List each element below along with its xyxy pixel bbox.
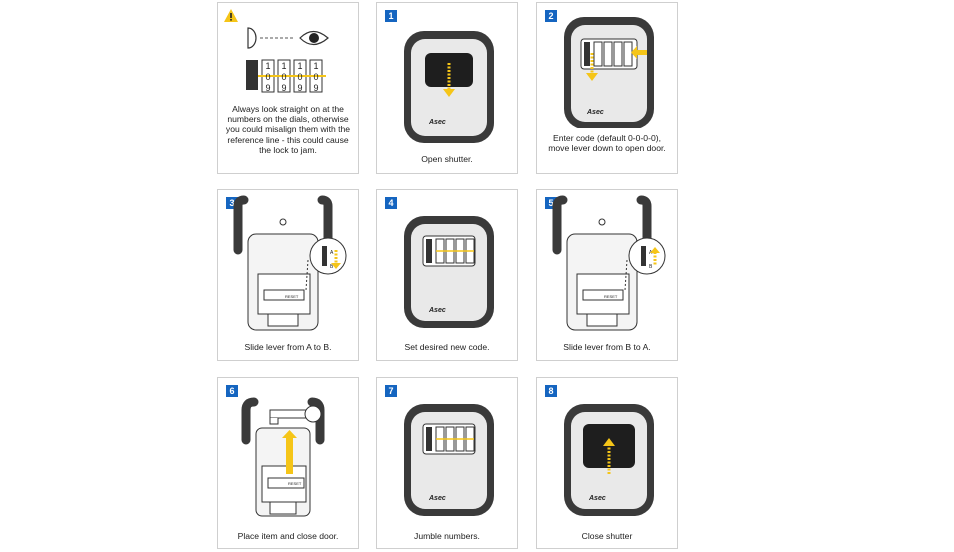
step-caption: Slide lever from A to B. bbox=[244, 342, 332, 352]
step-badge: 4 bbox=[385, 197, 397, 209]
svg-text:1: 1 bbox=[297, 61, 302, 71]
step-card-warning: 1 0 9 1 0 9 1 0 9 1 0 9 Always look stra… bbox=[217, 2, 359, 174]
eye-alignment-illustration: 1 0 9 1 0 9 1 0 9 1 0 9 bbox=[246, 27, 329, 93]
lockbox-slide-lever-a-to-b-illustration: RESET A B bbox=[233, 195, 347, 331]
svg-text:Asec: Asec bbox=[428, 307, 446, 314]
svg-text:Asec: Asec bbox=[428, 495, 446, 502]
step-card-7: 7 Asec Jumble numbers. bbox=[376, 377, 518, 549]
lockbox-enter-code-illustration: Asec bbox=[564, 17, 654, 128]
svg-text:0: 0 bbox=[313, 72, 318, 82]
step-caption: Set desired new code. bbox=[404, 342, 490, 352]
svg-text:B: B bbox=[649, 264, 653, 270]
step-caption: Open shutter. bbox=[421, 154, 473, 164]
lockbox-jumble-numbers-illustration: Asec bbox=[404, 404, 494, 516]
svg-text:0: 0 bbox=[297, 72, 302, 82]
reset-label: RESET bbox=[285, 294, 299, 299]
step-card-4: 4 Asec Set desired new code. bbox=[376, 189, 518, 361]
dial-digit-top: 1 bbox=[265, 61, 270, 71]
step-badge: 2 bbox=[545, 10, 557, 22]
step-card-5: 5 RESET A B Slide lever from B to A. bbox=[536, 189, 678, 361]
svg-text:9: 9 bbox=[297, 83, 302, 93]
brand-logo: Asec bbox=[428, 119, 446, 126]
svg-text:RESET: RESET bbox=[604, 294, 618, 299]
step-caption: Close shutter bbox=[581, 531, 633, 541]
step-card-3: 3 RESET A B Slide lever from A to B. bbox=[217, 189, 359, 361]
svg-text:1: 1 bbox=[281, 61, 286, 71]
dial-digit-bottom: 9 bbox=[265, 83, 270, 93]
step-caption: Always look straight on at the numbers o… bbox=[225, 104, 351, 155]
lockbox-set-new-code-illustration: Asec bbox=[404, 216, 494, 328]
lockbox-close-shutter-illustration: Asec bbox=[564, 404, 654, 516]
step-card-2: 2 Asec Enter code (default 0-0-0-0), mov… bbox=[536, 2, 678, 174]
lockbox-open-shutter-illustration: Asec bbox=[404, 31, 494, 143]
svg-text:1: 1 bbox=[313, 61, 318, 71]
step-badge: 8 bbox=[545, 385, 557, 397]
step-caption: Place item and close door. bbox=[237, 531, 339, 541]
lockbox-slide-lever-b-to-a-illustration: RESET A B bbox=[552, 195, 666, 331]
svg-text:B: B bbox=[330, 264, 334, 270]
svg-text:9: 9 bbox=[313, 83, 318, 93]
svg-text:Asec: Asec bbox=[588, 495, 606, 502]
warning-triangle-icon bbox=[224, 9, 238, 27]
step-caption: Slide lever from B to A. bbox=[563, 342, 651, 352]
svg-text:RESET: RESET bbox=[288, 481, 302, 486]
step-card-1: 1 Asec Open shutter. bbox=[376, 2, 518, 174]
step-card-8: 8 Asec Close shutter bbox=[536, 377, 678, 549]
step-card-6: 6 RESET Place item and close door. bbox=[217, 377, 359, 549]
svg-text:Asec: Asec bbox=[586, 109, 604, 116]
svg-text:A: A bbox=[330, 250, 334, 256]
step-caption: Jumble numbers. bbox=[414, 531, 480, 541]
step-badge: 6 bbox=[226, 385, 238, 397]
step-badge: 7 bbox=[385, 385, 397, 397]
step-badge: 1 bbox=[385, 10, 397, 22]
lockbox-place-item-illustration: RESET bbox=[241, 397, 325, 517]
svg-text:9: 9 bbox=[281, 83, 286, 93]
step-caption: Enter code (default 0-0-0-0), move lever… bbox=[548, 133, 666, 154]
key-icon bbox=[269, 405, 322, 425]
dial-digit-middle: 0 bbox=[265, 72, 270, 82]
svg-text:0: 0 bbox=[281, 72, 286, 82]
